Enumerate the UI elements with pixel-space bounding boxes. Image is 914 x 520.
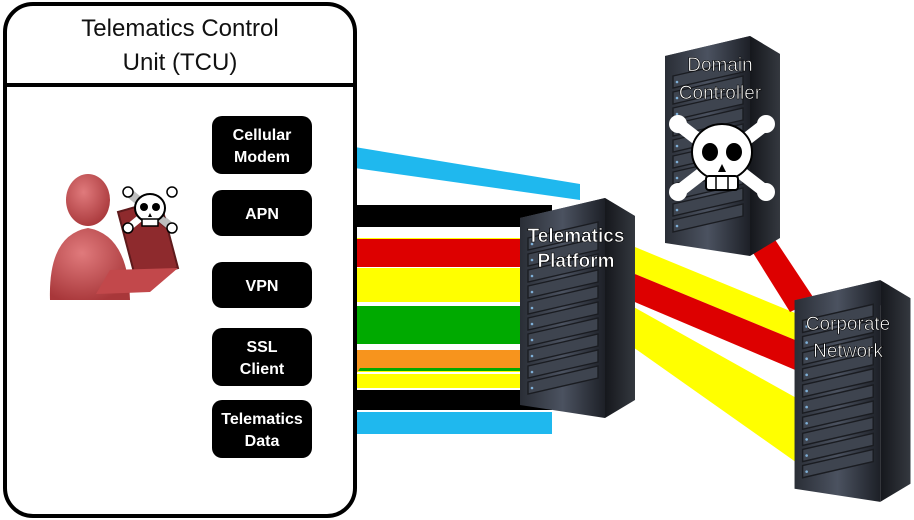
vpn-link-upper-to-corp — [630, 245, 800, 342]
component-label-line1: SSL — [246, 339, 277, 356]
component-ssl-client: SSL Client — [212, 328, 312, 386]
cellular-link — [312, 140, 580, 200]
corporate-network-server: Corporate Network — [793, 279, 912, 503]
component-cellular-modem: Cellular Modem — [212, 116, 312, 174]
cellular-link-bottom — [312, 412, 552, 434]
telematics-platform-server: Telematics Platform — [519, 197, 636, 419]
platform-to-corporate-links — [630, 220, 815, 465]
domain-controller-label-line2: Controller — [679, 83, 762, 104]
domain-controller-server: Domain Controller — [664, 35, 781, 257]
vpn-link-lower-to-corp — [630, 305, 800, 465]
skull-crossbones-icon — [669, 115, 775, 201]
component-label-line1: Telematics — [221, 411, 303, 428]
component-apn: APN — [212, 190, 312, 236]
tcu-title-line2: Unit (TCU) — [123, 49, 238, 76]
platform-label-line2: Platform — [537, 251, 614, 272]
corporate-label-line2: Network — [813, 341, 883, 362]
skull-crossbones-icon — [122, 186, 178, 234]
apn-link-bottom — [312, 390, 552, 410]
vpn-link-bottom — [312, 374, 552, 388]
telematics-data-link — [312, 350, 540, 442]
component-label-line1: Cellular — [233, 127, 292, 144]
component-vpn: VPN — [212, 262, 312, 308]
tcu-title-line1: Telematics Control — [81, 15, 278, 42]
domain-controller-label-line1: Domain — [687, 55, 752, 76]
attack-link-to-corp — [630, 272, 800, 372]
platform-label-line1: Telematics — [528, 226, 625, 247]
component-telematics-data: Telematics Data — [212, 400, 312, 458]
apn-link-top — [312, 205, 552, 227]
corporate-label-line1: Corporate — [806, 314, 891, 335]
component-label-line2: Data — [245, 433, 280, 450]
component-label-line2: Modem — [234, 149, 290, 166]
component-label-line1: APN — [245, 206, 279, 223]
component-label-line2: Client — [240, 361, 285, 378]
component-label-line1: VPN — [246, 278, 279, 295]
